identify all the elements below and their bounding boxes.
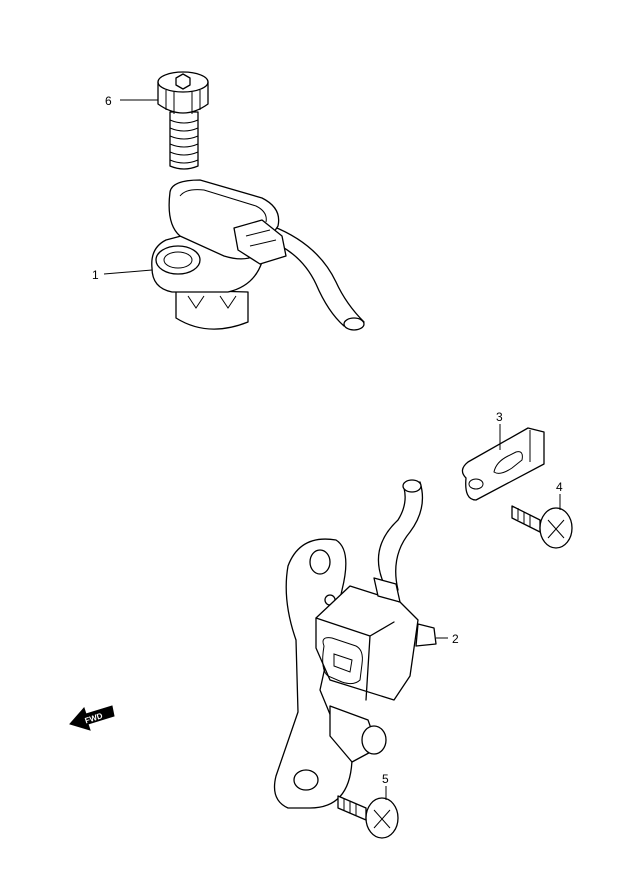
callout-1: 1 — [92, 268, 99, 282]
bolt-6 — [157, 71, 209, 170]
callout-5: 5 — [382, 772, 389, 786]
bracket-3 — [461, 427, 545, 501]
leader-lines — [103, 99, 561, 800]
callout-3: 3 — [496, 410, 503, 424]
sensor-1 — [151, 179, 365, 331]
assembly-2 — [273, 479, 437, 809]
fwd-arrow-icon: FWD — [69, 705, 115, 731]
callout-4: 4 — [556, 480, 563, 494]
callout-2: 2 — [452, 632, 459, 646]
screw-4 — [511, 505, 573, 549]
callout-6: 6 — [105, 94, 112, 108]
screw-5 — [337, 795, 399, 839]
